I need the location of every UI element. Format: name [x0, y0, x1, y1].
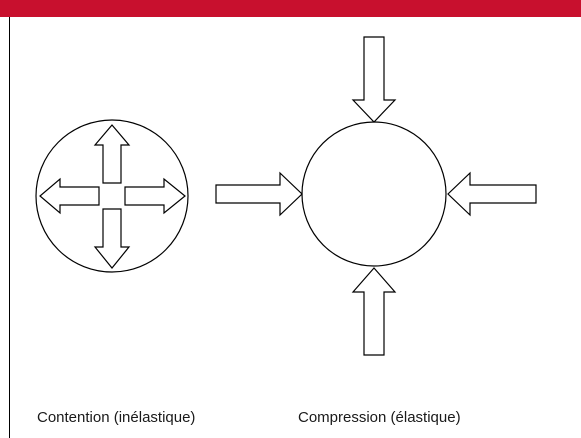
contention-circle: [35, 119, 189, 273]
outward-arrow-up-icon: [93, 124, 131, 184]
outward-arrow-left-icon: [39, 177, 100, 215]
left-border-line: [9, 17, 10, 438]
compression-figure: [215, 36, 537, 356]
outward-arrow-down-icon: [93, 208, 131, 269]
header-bar: [0, 0, 581, 17]
outward-arrow-right-icon: [124, 177, 186, 215]
contention-figure: [35, 119, 189, 273]
inward-arrow-right-icon: [215, 171, 303, 217]
inward-arrow-left-icon: [447, 171, 537, 217]
contention-caption: Contention (inélastique): [37, 409, 196, 426]
inward-arrow-down-icon: [351, 36, 397, 123]
compression-caption: Compression (élastique): [298, 409, 461, 426]
compression-circle: [301, 121, 447, 267]
inward-arrow-up-icon: [351, 267, 397, 356]
